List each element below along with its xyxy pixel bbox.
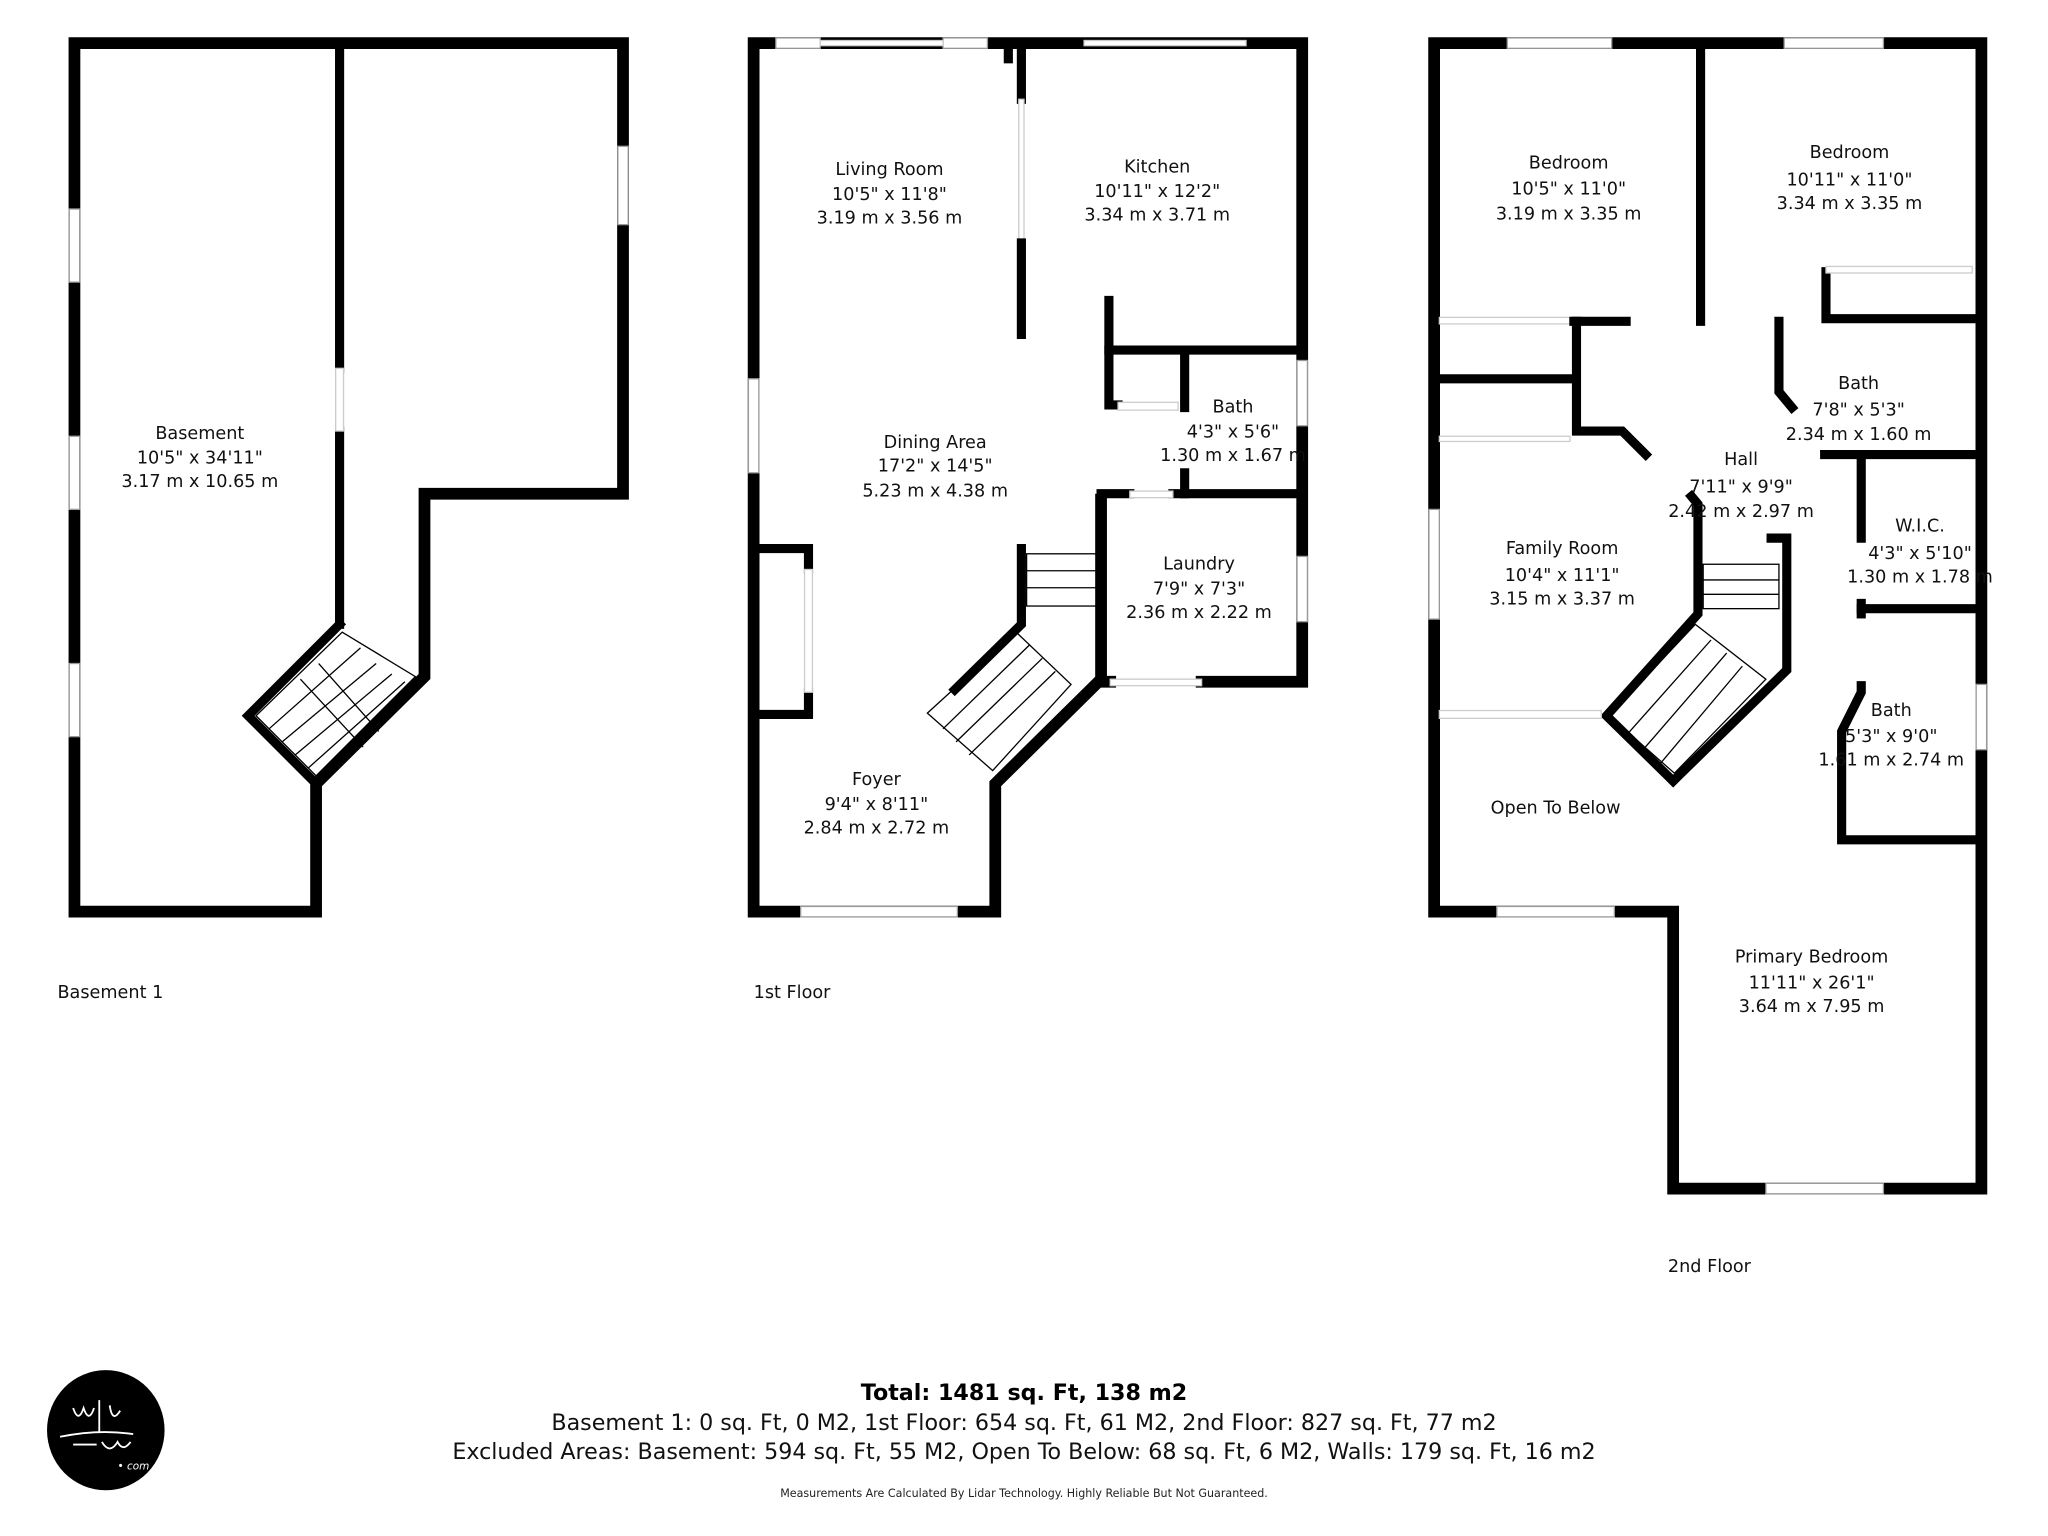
room-name: W.I.C. <box>1895 517 1945 537</box>
room-metric: 3.19 m x 3.56 m <box>817 208 963 228</box>
room-imperial: 10'5" x 34'11" <box>137 449 263 469</box>
room-imperial: 17'2" x 14'5" <box>878 457 993 477</box>
room-imperial: 4'3" x 5'10" <box>1868 544 1972 564</box>
room-name: Bath <box>1838 374 1879 394</box>
room-metric: 1.30 m x 1.67 m <box>1160 446 1306 466</box>
room-metric: 3.34 m x 3.71 m <box>1084 206 1230 226</box>
room-name: Bedroom <box>1529 153 1609 173</box>
room-name: Open To Below <box>1491 799 1621 819</box>
room-name: Bath <box>1212 398 1253 418</box>
floor-label-basement: Basement 1 <box>57 983 163 1003</box>
room-name: Primary Bedroom <box>1735 948 1888 968</box>
room-metric: 1.30 m x 1.78 m <box>1847 568 1993 588</box>
excluded-areas: Excluded Areas: Basement: 594 sq. Ft, 55… <box>452 1439 1595 1465</box>
room-imperial: 10'5" x 11'8" <box>832 185 947 205</box>
room-metric: 3.15 m x 3.37 m <box>1489 590 1635 610</box>
basement-stairs <box>255 631 417 777</box>
room-imperial: 10'5" x 11'0" <box>1511 180 1626 200</box>
room-metric: 2.36 m x 2.22 m <box>1126 603 1272 623</box>
first-floor-plan: Living Room 10'5" x 11'8" 3.19 m x 3.56 … <box>747 37 1309 1003</box>
floor-label-second: 2nd Floor <box>1668 1257 1752 1277</box>
room-metric: 2.42 m x 2.97 m <box>1668 502 1814 522</box>
room-metric: 5.23 m x 4.38 m <box>862 481 1008 501</box>
room-metric: 3.19 m x 3.35 m <box>1496 204 1642 224</box>
second-floor-plan: Bedroom 10'5" x 11'0" 3.19 m x 3.35 m Be… <box>1428 37 1993 1277</box>
room-metric: 1.61 m x 2.74 m <box>1818 750 1964 770</box>
room-imperial: 7'11" x 9'9" <box>1689 477 1793 497</box>
room-imperial: 10'11" x 11'0" <box>1786 170 1912 190</box>
room-name: Bath <box>1871 701 1912 721</box>
room-name: Living Room <box>835 160 943 180</box>
room-imperial: 5'3" x 9'0" <box>1845 727 1937 747</box>
room-name: Foyer <box>852 770 902 790</box>
wylie-ford-logo: • com <box>47 1370 165 1491</box>
room-metric: 2.34 m x 1.60 m <box>1786 425 1932 445</box>
disclaimer: Measurements Are Calculated By Lidar Tec… <box>780 1487 1268 1500</box>
first-floor-stairs <box>926 553 1098 772</box>
room-imperial: 7'8" x 5'3" <box>1812 400 1904 420</box>
room-metric: 3.64 m x 7.95 m <box>1739 997 1885 1017</box>
floor-areas: Basement 1: 0 sq. Ft, 0 M2, 1st Floor: 6… <box>551 1410 1496 1436</box>
room-metric: 3.17 m x 10.65 m <box>121 472 278 492</box>
room-imperial: 10'11" x 12'2" <box>1094 182 1220 202</box>
svg-text:• com: • com <box>118 1460 150 1472</box>
total-area: Total: 1481 sq. Ft, 138 m2 <box>861 1380 1187 1406</box>
room-imperial: 4'3" x 5'6" <box>1187 423 1279 443</box>
basement-plan: Basement 10'5" x 34'11" 3.17 m x 10.65 m… <box>57 37 629 1003</box>
room-name: Family Room <box>1506 539 1619 559</box>
room-name: Bedroom <box>1810 143 1890 163</box>
room-name: Kitchen <box>1124 157 1190 177</box>
room-imperial: 7'9" x 7'3" <box>1153 579 1245 599</box>
floor-label-first: 1st Floor <box>754 983 832 1003</box>
room-imperial: 9'4" x 8'11" <box>825 795 929 815</box>
room-name: Laundry <box>1163 554 1235 574</box>
room-name: Hall <box>1724 450 1758 470</box>
second-floor-stairs <box>1608 563 1780 775</box>
room-metric: 3.34 m x 3.35 m <box>1777 194 1923 214</box>
room-imperial: 11'11" x 26'1" <box>1749 974 1875 994</box>
room-name: Dining Area <box>884 433 987 453</box>
room-imperial: 10'4" x 11'1" <box>1505 566 1620 586</box>
room-metric: 2.84 m x 2.72 m <box>804 818 950 838</box>
room-name: Basement <box>155 424 244 444</box>
